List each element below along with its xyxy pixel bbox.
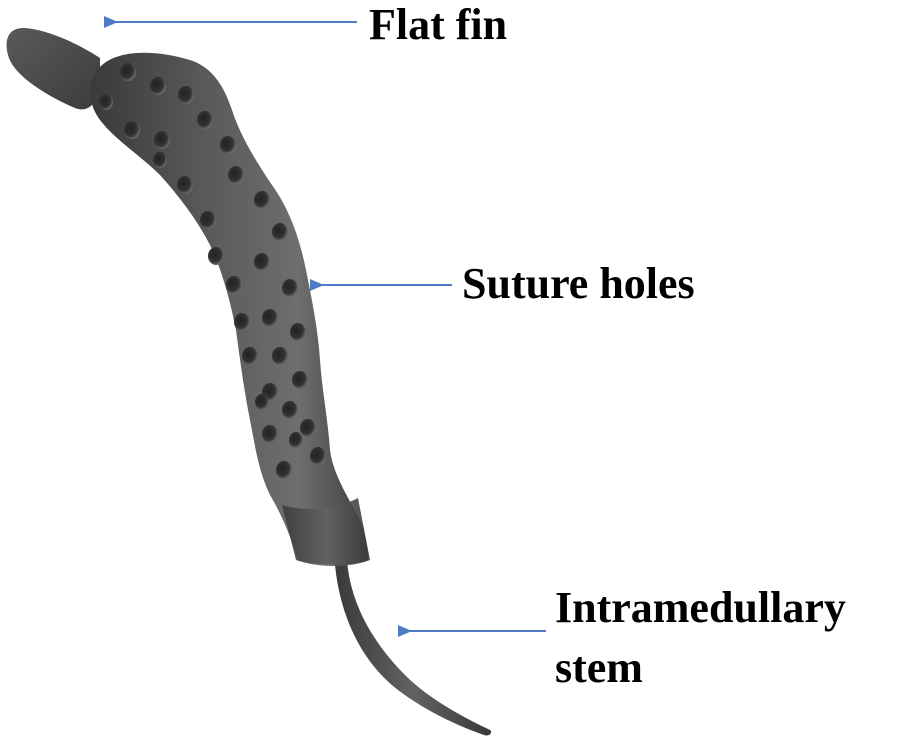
flat-fin-label: Flat fin (369, 0, 508, 49)
intramedullary-stem (335, 560, 492, 736)
suture-holes-label: Suture holes (462, 259, 695, 308)
intramedullary-stem-label: Intramedullary stem (555, 578, 846, 698)
flat-fin (6, 27, 100, 110)
stem-label-line2: stem (555, 643, 643, 692)
suture-holes (99, 63, 326, 479)
stem-label-line1: Intramedullary (555, 583, 846, 632)
implant-collar (282, 498, 370, 566)
